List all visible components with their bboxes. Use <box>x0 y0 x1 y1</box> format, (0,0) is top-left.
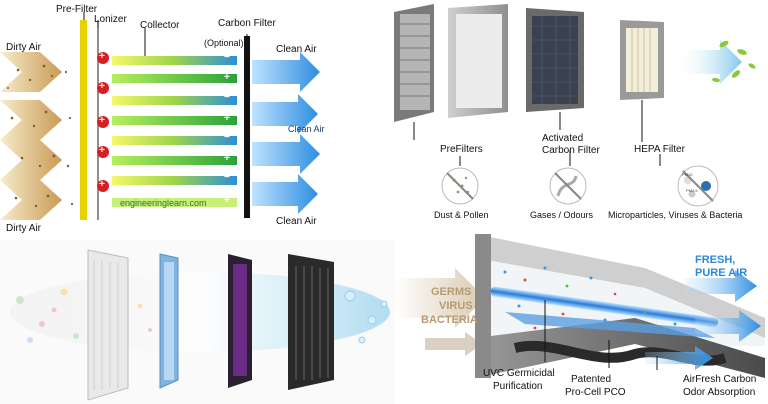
secondary-inflow-arrow <box>425 332 483 356</box>
pco-cell <box>505 312 715 338</box>
prefilter-panel-2 <box>448 4 508 118</box>
prefilters-label: PreFilters <box>440 144 483 155</box>
plus-sign: + <box>99 51 105 62</box>
optional-label: (Optional) <box>204 38 244 48</box>
carbon-filter-bar <box>244 36 250 218</box>
activated-carbon-panel <box>526 8 584 112</box>
microparticles-icon <box>677 165 719 207</box>
dirty-air-arrows <box>0 52 74 220</box>
collector-plates <box>112 56 237 207</box>
clean-air-label-mid: Clean Air <box>288 124 325 134</box>
pure-air-label: PURE AIR <box>695 267 748 279</box>
minus-sign: − <box>224 132 230 143</box>
hepa-label: HEPA Filter <box>634 144 685 155</box>
gases-odours-label: Gases / Odours <box>530 210 594 220</box>
prefilter-bar <box>80 20 87 220</box>
fresh-air-arrows <box>645 270 761 370</box>
clean-air-arrows <box>252 52 320 214</box>
collector-label: Collector <box>140 20 180 31</box>
dust-pollen-icon <box>441 167 479 205</box>
germ-particles <box>503 266 677 330</box>
minus-sign: − <box>224 52 230 63</box>
plus-sign: + <box>224 153 230 164</box>
black-filter-layer <box>288 254 334 390</box>
filter-layers-panel <box>0 240 395 404</box>
gases-odours-icon <box>549 167 587 205</box>
ionizer-diagram-graphic <box>0 12 320 220</box>
watermark-text: engineeringlearn.com <box>120 198 207 208</box>
pm25-label: PM2.5 <box>686 188 698 193</box>
pco-diagram-graphic <box>395 234 765 378</box>
minus-sign: − <box>224 172 230 183</box>
carbon-absorption-line2: Odor Absorption <box>683 387 756 398</box>
activated-label: Activated <box>542 133 584 144</box>
prefilter-panel-1 <box>394 4 434 122</box>
plus-sign: + <box>224 72 230 83</box>
clean-air-arrow <box>676 40 742 84</box>
uvc-label-line1: UVC Germicidal <box>483 368 555 379</box>
blue-filter-layer <box>159 253 179 389</box>
plus-sign: + <box>224 113 230 124</box>
hepa-panel <box>620 20 664 100</box>
dirty-air-label-bottom: Dirty Air <box>6 223 41 234</box>
white-filter-layer <box>87 249 129 401</box>
plus-sign: + <box>99 145 105 156</box>
germs-inflow-arrow <box>395 268 485 328</box>
prefilter-label: Pre-Filter <box>56 4 98 15</box>
lonizer-label: Lonizer <box>94 14 127 25</box>
plus-sign: + <box>224 195 230 206</box>
plus-sign: + <box>99 179 105 190</box>
pco-label-line1: Patented <box>571 374 612 385</box>
filter-stages-panel: PM10 PM2.5 PreFilters Activated Carbon F… <box>380 0 768 240</box>
carbon-absorption-line1: AirFresh Carbon <box>683 374 757 385</box>
carbon-filter-label: Carbon Filter <box>542 145 600 156</box>
microparticles-label: Microparticles, Viruses & Bacteria <box>608 210 743 220</box>
particle-bubbles <box>16 288 388 344</box>
leaf-icons <box>712 40 756 83</box>
connector-lines <box>413 100 661 166</box>
fresh-label: FRESH, <box>695 254 736 266</box>
bacteria-label: BACTERIA <box>421 314 478 326</box>
plus-sign: + <box>99 81 105 92</box>
filter-layers-graphic <box>0 240 395 404</box>
germs-label: GERMS <box>431 286 472 298</box>
pm10-label: PM10 <box>682 172 693 177</box>
ionizer-plus-markers <box>97 52 109 192</box>
plus-sign: + <box>99 115 105 126</box>
pco-diagram-panel: GERMS VIRUS BACTERIA FRESH, PURE AIR UVC… <box>395 228 768 404</box>
filter-stages-graphic: PM10 PM2.5 <box>394 4 756 207</box>
pco-label-line2: Pro-Cell PCO <box>565 387 626 398</box>
clean-air-label-bottom: Clean Air <box>276 216 317 227</box>
uvc-tube <box>490 286 719 328</box>
virus-label: VIRUS <box>439 300 473 312</box>
clean-air-label-top: Clean Air <box>276 44 317 55</box>
ionizer-diagram-panel: Dirty Air Dirty Air Pre-Filter Lonizer C… <box>0 0 380 240</box>
pointer-lines <box>544 300 658 370</box>
uvc-label-line2: Purification <box>493 381 543 392</box>
purple-filter-layer <box>228 254 252 388</box>
minus-sign: − <box>224 92 230 103</box>
dust-pollen-label: Dust & Pollen <box>434 210 489 220</box>
carbon-filter-label: Carbon Filter <box>218 18 276 29</box>
dirty-air-label-top: Dirty Air <box>6 42 41 53</box>
